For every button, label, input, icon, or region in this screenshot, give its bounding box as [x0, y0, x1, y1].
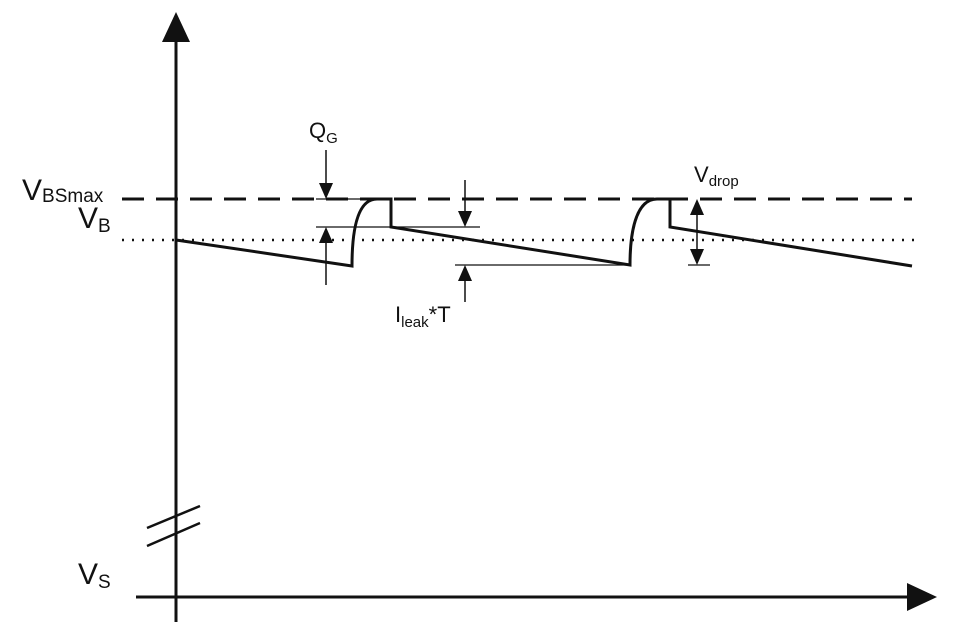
arrow-down-icon: [690, 249, 704, 265]
x-axis-arrow-icon: [907, 583, 937, 611]
arrow-up-icon: [319, 227, 333, 243]
arrow-down-icon: [319, 183, 333, 199]
y-axis: [146, 12, 201, 622]
label-vbsmax: VBSmax: [22, 174, 104, 207]
vdrop-annotation: [688, 199, 710, 266]
ileak-annotation: [455, 180, 628, 302]
y-axis-arrow-icon: [162, 12, 190, 42]
qg-annotation: [316, 150, 480, 285]
arrow-down-icon: [458, 211, 472, 227]
label-qg: QG: [309, 118, 338, 147]
bootstrap-voltage-waveform: [175, 197, 913, 268]
label-vdrop: Vdrop: [694, 162, 739, 190]
axis-break-mark: [146, 504, 201, 530]
label-vs: VS: [78, 558, 111, 593]
arrow-up-icon: [458, 265, 472, 281]
label-vb: VB: [78, 202, 111, 237]
axis-break-mark: [146, 521, 201, 548]
arrow-up-icon: [690, 199, 704, 215]
label-ileak-t: Ileak*T: [395, 302, 451, 331]
x-axis: [136, 583, 937, 611]
